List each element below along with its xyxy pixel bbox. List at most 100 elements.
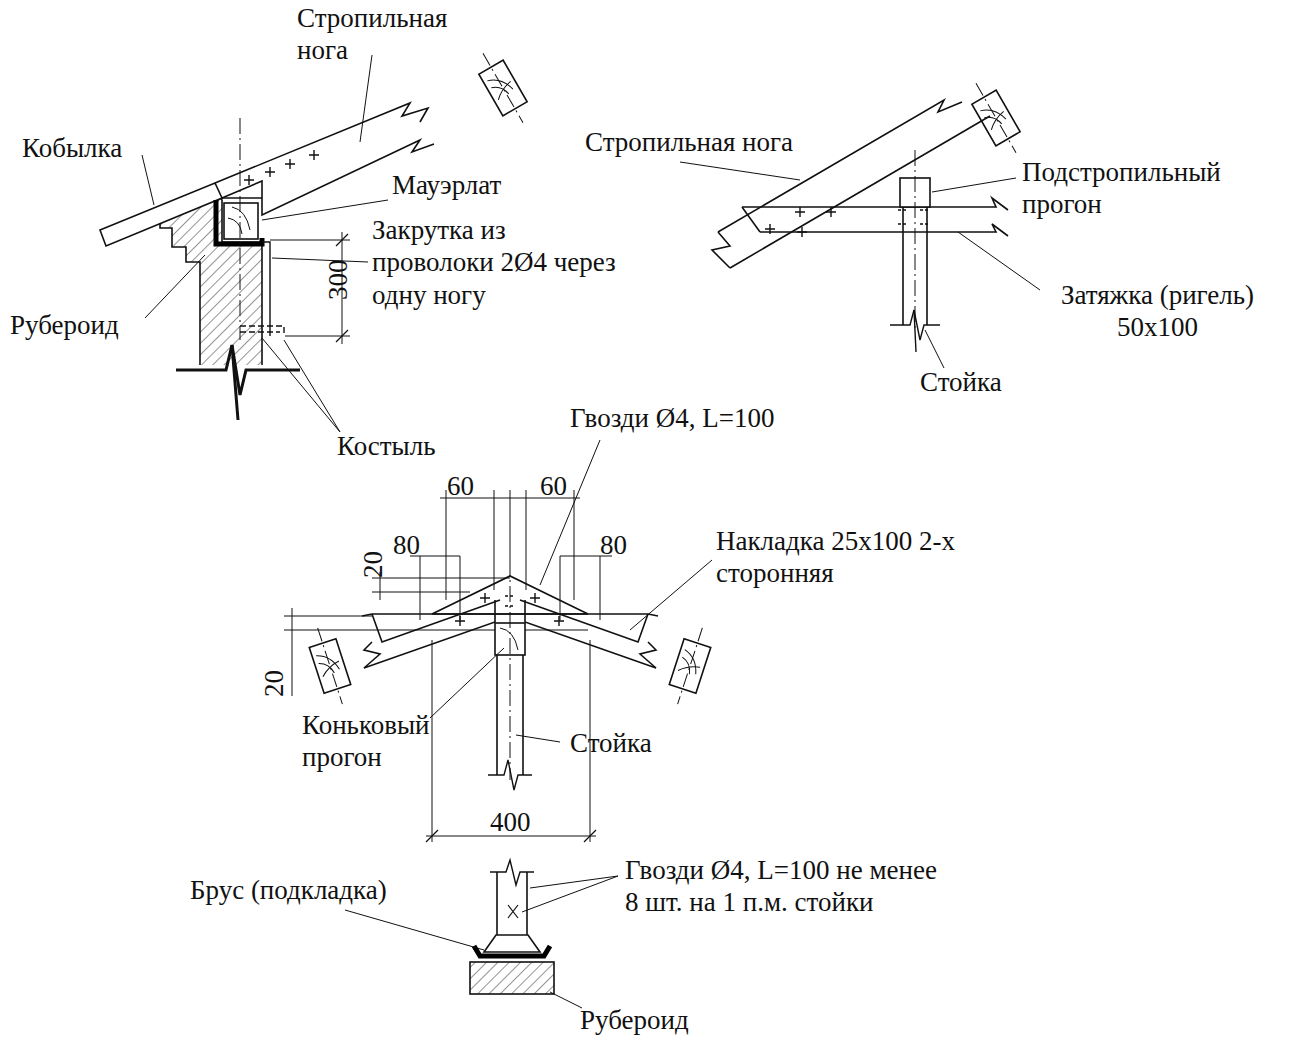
- purlin-detail-part-part: [826, 207, 836, 217]
- eaves-detail-part: [240, 326, 284, 336]
- eaves-detail-part: [176, 345, 300, 395]
- ridge-detail-part-part: [430, 648, 504, 718]
- fastener-note: Гвозди Ø4, L=100: [570, 402, 774, 434]
- ridge-detail-part-part: [530, 593, 540, 603]
- purlin-detail-part: [742, 198, 1008, 236]
- eaves-detail-part: [471, 46, 535, 129]
- part-name: Стропильная нога: [297, 2, 487, 67]
- ridge-detail-part: [455, 593, 564, 626]
- ridge-detail-part-part: [372, 592, 470, 593]
- dimension: 300: [322, 260, 354, 301]
- eaves-detail-part: [100, 183, 222, 246]
- post-base-detail-part: [508, 905, 518, 918]
- dimension: 80: [600, 529, 627, 561]
- purlin-detail-part-part: [932, 178, 1016, 192]
- part-name: Брус (подкладка): [190, 874, 387, 906]
- eaves-detail-part-part: [284, 340, 340, 432]
- eaves-detail-part: [285, 336, 350, 337]
- part-name: Стропильная нога: [585, 126, 793, 158]
- purlin-detail-part: [680, 162, 1040, 368]
- ridge-detail: [284, 440, 716, 842]
- ridge-detail-part: [284, 440, 712, 842]
- ridge-detail-part-part: [480, 593, 490, 603]
- post-base-detail-part: [490, 860, 534, 885]
- purlin-detail-part-part: [797, 227, 807, 237]
- dimension: 20: [258, 670, 290, 697]
- ridge-detail-part-part: [446, 490, 447, 600]
- eaves-detail-part: [224, 203, 258, 239]
- dimension: 60: [447, 470, 474, 502]
- part-name: Стойка: [920, 366, 1002, 398]
- ridge-detail-part-part: [560, 556, 561, 620]
- ridge-detail-part-part: [505, 596, 515, 606]
- ridge-detail-part-part: [292, 608, 293, 696]
- eaves-detail-part-part: [262, 338, 340, 432]
- eaves-detail-part: [222, 197, 262, 199]
- dimension: 400: [490, 806, 531, 838]
- eaves-detail-part: [262, 242, 270, 336]
- ridge-detail-part: [372, 600, 500, 642]
- ridge-detail-part-part: [432, 640, 433, 842]
- purlin-detail-part: [742, 207, 760, 232]
- eaves-detail-part-part: [265, 167, 275, 177]
- dimension: 20: [357, 551, 389, 578]
- purlin-detail-part: [718, 100, 962, 232]
- post-base-detail-part-part: [345, 910, 484, 950]
- purlin-detail-part-part: [925, 330, 944, 368]
- eaves-detail-part-part: [142, 155, 154, 205]
- dimension: 60: [540, 470, 567, 502]
- purlin-detail-part: [765, 207, 928, 237]
- eaves-detail-part-part: [309, 150, 319, 160]
- eaves-detail-part: [142, 55, 388, 432]
- eaves-detail-part-part: [272, 258, 368, 262]
- eaves-detail-part: [336, 234, 348, 246]
- purlin-detail-part-part: [795, 207, 805, 217]
- ridge-detail-part-part: [630, 560, 712, 630]
- post-base-detail-part: [470, 962, 554, 994]
- part-name: Затяжка (ригель) 50x100: [1030, 279, 1285, 344]
- ridge-detail-part-part: [420, 556, 421, 620]
- post-base-detail-part: [474, 946, 550, 956]
- part-name: Коньковый прогон: [302, 709, 477, 774]
- part-name: Мауэрлат: [392, 169, 501, 201]
- eaves-detail-part: [270, 240, 350, 241]
- ridge-detail-part-part: [372, 578, 510, 579]
- dimension: 80: [393, 529, 420, 561]
- eaves-detail-part-part: [262, 200, 388, 220]
- eaves-detail-part-part: [285, 159, 295, 169]
- eaves-detail-part-part: [145, 255, 205, 318]
- part-name: Костыль: [337, 430, 436, 462]
- eaves-detail-part: [216, 200, 262, 244]
- ridge-detail-part-part: [554, 616, 564, 626]
- eaves-detail-part: [244, 150, 319, 185]
- ridge-detail-part: [304, 624, 355, 709]
- part-name: Рубероид: [10, 309, 119, 341]
- part-name: Стойка: [570, 727, 652, 759]
- ridge-detail-part-part: [526, 490, 527, 590]
- ridge-detail-part-part: [460, 556, 461, 620]
- purlin-detail-part: [915, 150, 916, 330]
- ridge-detail-part-part: [284, 616, 372, 617]
- ridge-detail-part: [510, 560, 511, 780]
- ridge-detail-part-part: [516, 735, 560, 742]
- eaves-detail-part: [232, 207, 250, 230]
- ridge-detail-part: [500, 628, 518, 650]
- eaves-detail-part: [336, 330, 348, 342]
- part-name: Кобылка: [22, 132, 122, 164]
- ridge-detail-part-part: [574, 490, 575, 600]
- ridge-detail-part-part: [284, 630, 432, 631]
- part-name: Рубероид: [580, 1004, 689, 1036]
- purlin-detail-part: [712, 232, 730, 268]
- post-base-detail-part-part: [530, 876, 618, 888]
- purlin-detail-part-part: [958, 232, 1040, 290]
- ridge-detail-part: [664, 624, 715, 709]
- part-note: Закрутка из проволоки 2Ø4 через одну ног…: [372, 214, 627, 311]
- post-base-detail-part: [484, 935, 540, 952]
- ridge-detail-part-part: [584, 830, 596, 842]
- purlin-detail-part: [964, 76, 1028, 159]
- ridge-detail-part-part: [600, 556, 601, 620]
- part-note: Накладка 25x100 2-х сторонняя: [716, 525, 976, 590]
- ridge-detail-part-part: [510, 490, 511, 560]
- purlin-detail: [680, 76, 1040, 368]
